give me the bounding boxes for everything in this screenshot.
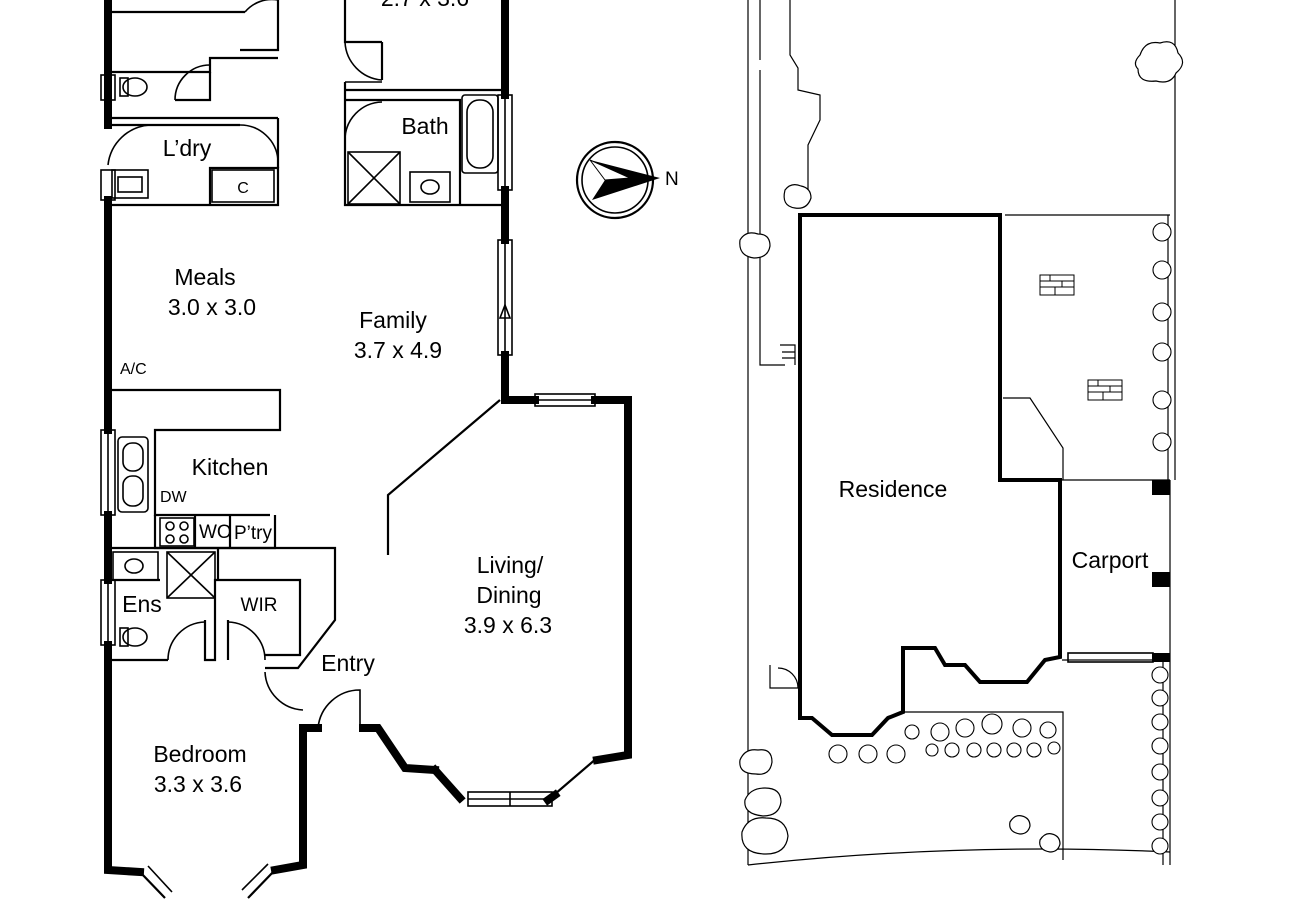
dining-label: Dining [476, 582, 541, 608]
ensuite-fixtures [112, 551, 216, 647]
brick-bbq-icon [1039, 274, 1123, 401]
shrub-icons [739, 41, 1184, 855]
bedroom-bay-window [139, 863, 276, 899]
room-labels: 2.7 x 3.6 Bath L’dry Meals 3.0 x 3.0 Fam… [120, 0, 552, 797]
bath-label: Bath [401, 113, 448, 139]
top-room-dims: 2.7 x 3.6 [381, 0, 469, 11]
laundry-fixtures: C [111, 77, 275, 203]
ensuite-label: Ens [122, 591, 162, 617]
left-windows [100, 74, 116, 646]
residence-outline [798, 213, 1062, 737]
kitchen-label: Kitchen [192, 454, 269, 480]
family-label: Family [359, 307, 427, 333]
bedroom-dims: 3.3 x 3.6 [154, 771, 242, 797]
internal-walls [108, 0, 505, 670]
exterior-walls [104, 0, 632, 877]
living-bay-window [434, 393, 598, 807]
wir-label: WIR [241, 595, 278, 616]
residence-label: Residence [839, 476, 948, 502]
door-swings [107, 0, 383, 729]
dishwasher-label: DW [160, 489, 188, 506]
laundry-label: L’dry [163, 135, 212, 161]
living-label: Living/ [477, 552, 544, 578]
floor-plan: C N [100, 0, 679, 899]
bath-fixtures [347, 94, 499, 205]
cupboard-label: C [237, 180, 249, 197]
family-dims: 3.7 x 4.9 [354, 337, 442, 363]
bedroom-label: Bedroom [153, 741, 246, 767]
north-label: N [665, 169, 679, 190]
meals-dims: 3.0 x 3.0 [168, 294, 256, 320]
meals-label: Meals [174, 264, 235, 290]
north-compass: N [575, 140, 679, 220]
wall-oven-label: WO [199, 522, 232, 543]
carport-label: Carport [1072, 547, 1149, 573]
kitchen-fixtures [117, 436, 195, 547]
pantry-label: P’try [234, 523, 273, 544]
front-garden-outline [903, 711, 1064, 860]
entry-label: Entry [321, 650, 375, 676]
living-dims: 3.9 x 6.3 [464, 612, 552, 638]
hedge-shrubs-right [1151, 222, 1172, 855]
carport [1060, 479, 1170, 663]
site-plan: Residence Carport [739, 0, 1184, 866]
aircon-label: A/C [120, 361, 147, 378]
rear-court-outline [1003, 214, 1170, 480]
front-garden-shrubs [828, 713, 1061, 764]
